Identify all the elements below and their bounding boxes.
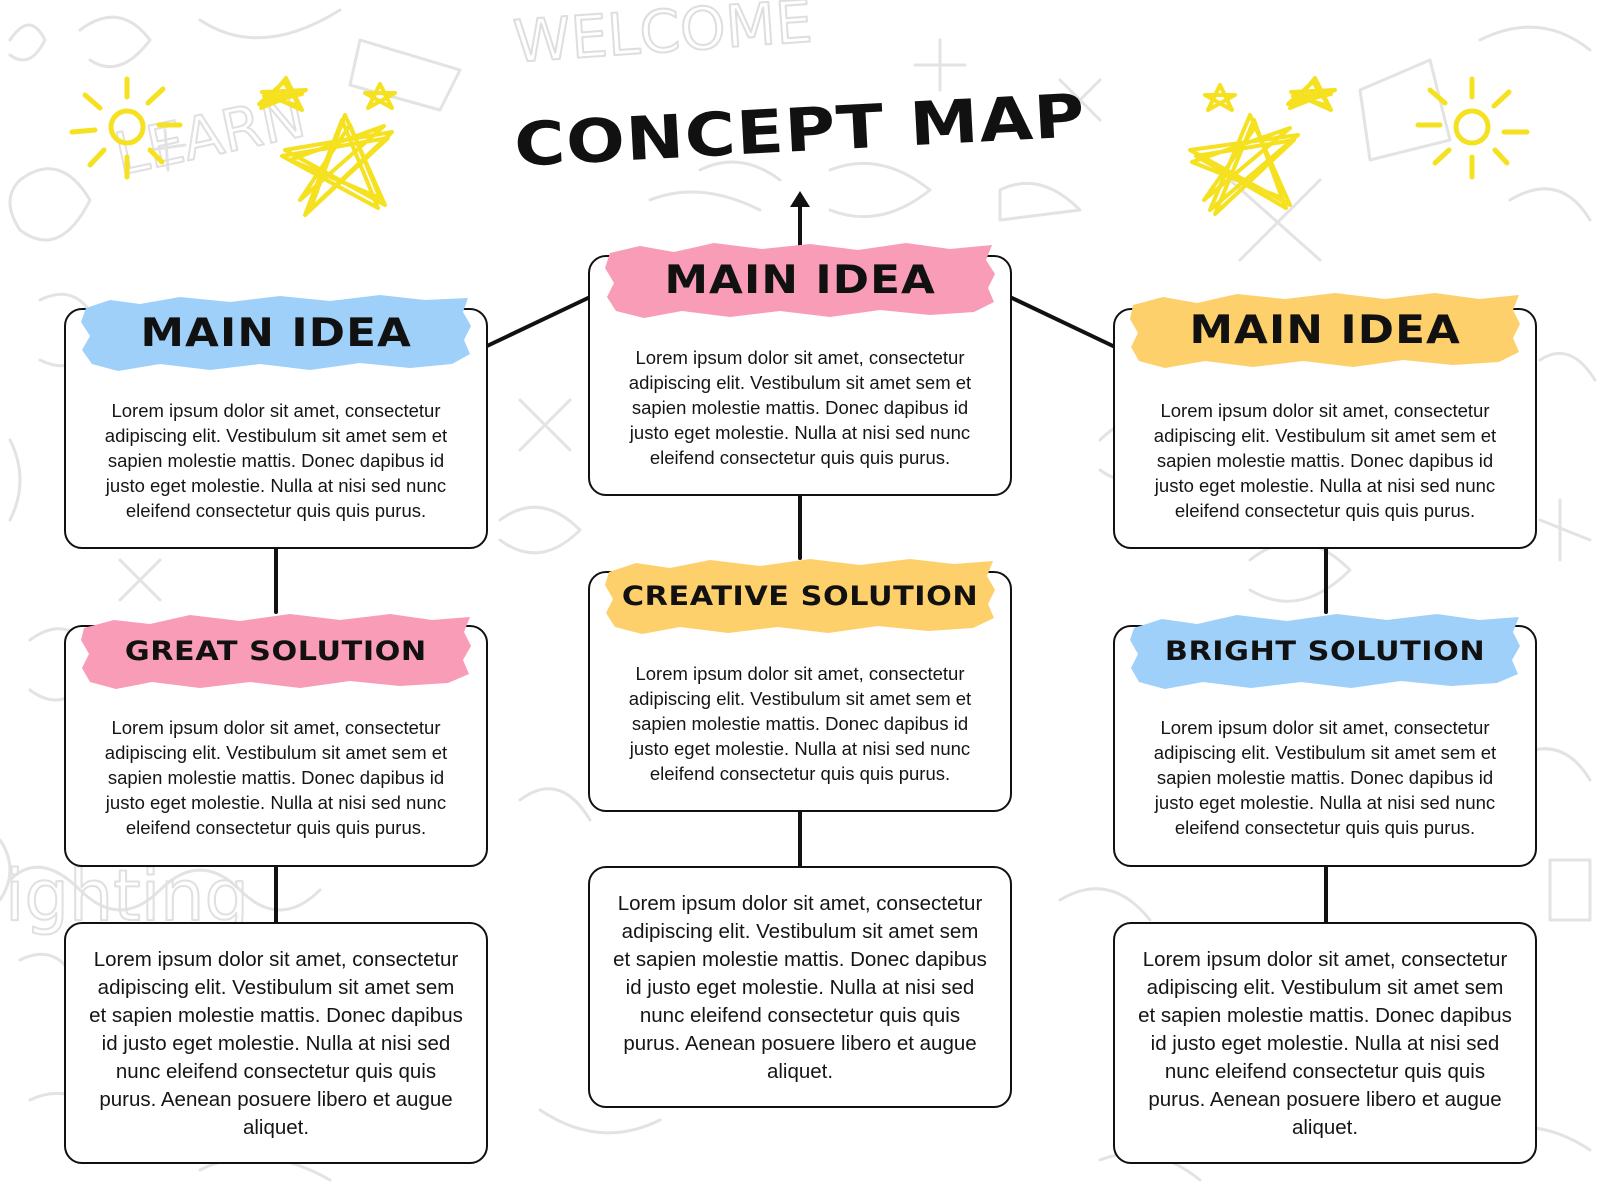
- main-idea-text: Lorem ipsum dolor sit amet, consectetur …: [104, 400, 448, 521]
- solution-title: BRIGHT SOLUTION: [1164, 635, 1486, 667]
- detail-card-center: Lorem ipsum dolor sit amet, consectetur …: [588, 866, 1012, 1108]
- star-icon: [1188, 76, 1337, 216]
- main-idea-title: MAIN IDEA: [664, 257, 936, 303]
- solution-title: GREAT SOLUTION: [125, 635, 427, 667]
- main-idea-label-right: MAIN IDEA: [1129, 291, 1521, 369]
- detail-text: Lorem ipsum dolor sit amet, consectetur …: [89, 948, 463, 1139]
- solution-label-right: BRIGHT SOLUTION: [1129, 612, 1521, 690]
- sun-icon: [1415, 76, 1530, 180]
- star-icon: [257, 76, 397, 217]
- main-idea-label-center: MAIN IDEA: [604, 241, 996, 319]
- solution-label-center: CREATIVE SOLUTION: [604, 557, 996, 635]
- brush-highlight: [605, 559, 995, 634]
- detail-text: Lorem ipsum dolor sit amet, consectetur …: [1138, 948, 1512, 1139]
- solution-label-left: GREAT SOLUTION: [80, 612, 472, 690]
- arrowhead-up: [790, 191, 810, 207]
- solution-text: Lorem ipsum dolor sit amet, consectetur …: [1153, 717, 1497, 838]
- brush-highlight: [81, 614, 471, 689]
- solution-title: CREATIVE SOLUTION: [621, 580, 979, 612]
- brush-highlight: [81, 295, 471, 371]
- detail-card-right: Lorem ipsum dolor sit amet, consectetur …: [1113, 922, 1537, 1164]
- solution-text: Lorem ipsum dolor sit amet, consectetur …: [104, 717, 448, 838]
- main-idea-text: Lorem ipsum dolor sit amet, consectetur …: [628, 347, 972, 468]
- connector-center-right: [1010, 296, 1115, 348]
- detail-text: Lorem ipsum dolor sit amet, consectetur …: [613, 892, 987, 1083]
- connector-center-left: [485, 296, 590, 348]
- main-idea-text: Lorem ipsum dolor sit amet, consectetur …: [1153, 400, 1497, 521]
- detail-card-left: Lorem ipsum dolor sit amet, consectetur …: [64, 922, 488, 1164]
- brush-highlight: [1130, 293, 1520, 368]
- brush-highlight: [1130, 614, 1520, 689]
- main-idea-title: MAIN IDEA: [1189, 307, 1461, 353]
- main-idea-label-left: MAIN IDEA: [80, 294, 472, 372]
- main-idea-title: MAIN IDEA: [140, 310, 412, 356]
- solution-text: Lorem ipsum dolor sit amet, consectetur …: [628, 663, 972, 784]
- sun-icon: [69, 76, 183, 180]
- brush-highlight: [605, 243, 995, 318]
